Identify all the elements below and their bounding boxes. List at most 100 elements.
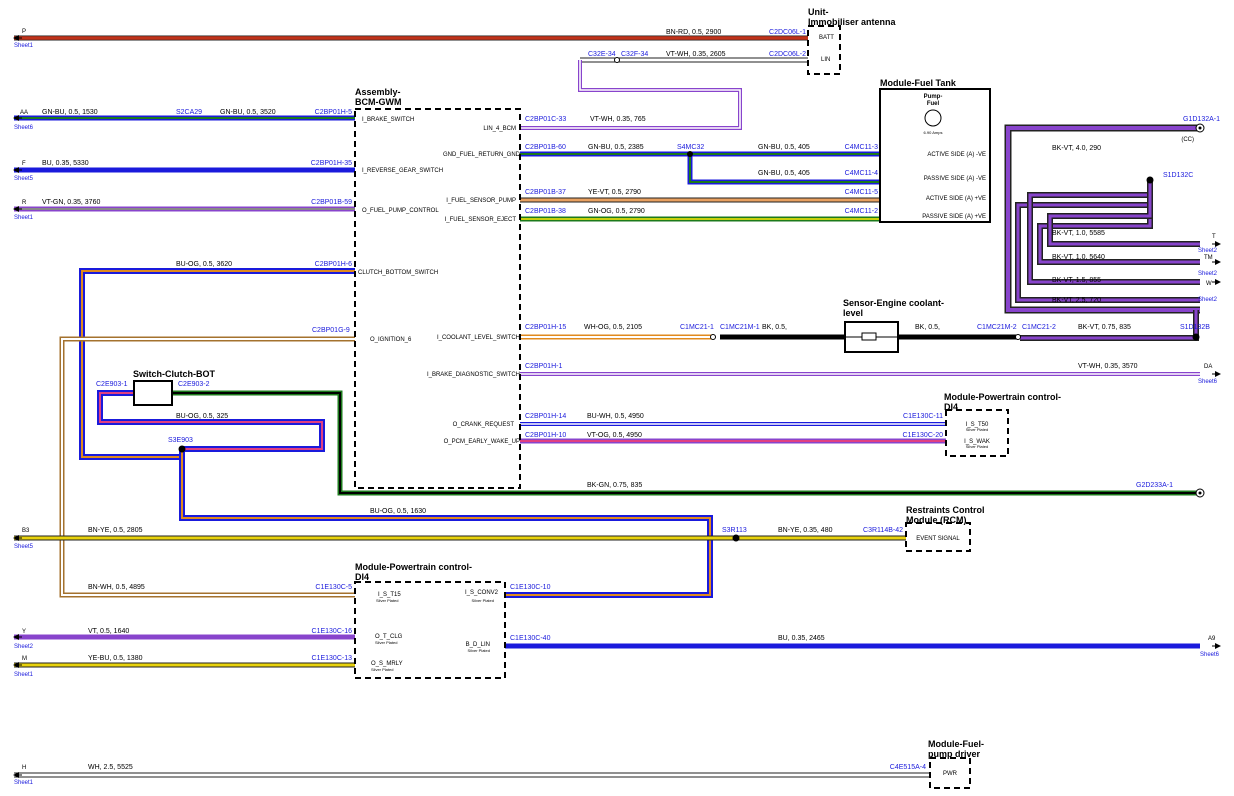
wire-label: BK-VT, 1.0, 5640 [1052,254,1105,261]
coolant-title-2: level [843,308,863,318]
connector-label: C1MC21M-1 [720,324,760,331]
wire-label: BK-VT, 1.0, 5585 [1052,230,1105,237]
connector-label: C2BP01H-10 [525,432,566,439]
bcm-pin-coolant-level: I_COOLANT_LEVEL_SWITCH [437,335,520,341]
pcm-bottom-plating-5: Silver Plated [468,648,490,653]
connector-label: C2BP01B-59 [311,199,352,206]
terminal-tag: Y [22,629,26,635]
pump-label-2: Fuel [927,101,940,107]
connector-label: C1E130C-16 [312,628,353,635]
connector-label: C2BP01G-9 [312,327,350,334]
wire-label: BK-VT, 4.0, 290 [1052,145,1101,152]
wire-label: VT-WH, 0.35, 765 [590,116,646,123]
off-sheet-terminals: P Sheet1 AA Sheet6 F Sheet5 R Sheet1 T S… [14,29,1220,786]
wire-label: BK-GN, 0.75, 835 [587,482,642,489]
terminal-tag: W [1206,281,1212,287]
wire-label: VT, 0.5, 1640 [88,628,129,635]
sheet-link[interactable]: Sheet1 [14,215,34,221]
connector-label: C2BP01H-5 [315,109,352,116]
connector-label: C4MC11-3 [845,144,878,151]
pcm-top-pin-t50: I_S_T50 [966,422,989,428]
connector-label: C1E130C-11 [903,413,943,420]
pcm-top-plating-2: Silver Plated [966,444,988,449]
sheet-link[interactable]: Sheet1 [14,780,34,786]
wire-label: VT-WH, 0.35, 3570 [1078,363,1138,370]
wire-label: BN-YE, 0.5, 2805 [88,527,143,534]
terminal-tag: B3 [22,528,30,534]
immobiliser-title-2: Immobiliser antenna [808,17,897,27]
connector-label: C4MC11-4 [845,170,878,177]
connector-label: C2BP01H-6 [315,261,352,268]
wire-label: BU, 0.35, 2465 [778,635,825,642]
rcm-module: Restraints Control Module (RCM) EVENT SI… [905,505,985,552]
fuel-tank-pin-4: PASSIVE SIDE (A) +VE [922,214,986,220]
bcm-pin-ignition-6: O_IGNITION_6 [370,337,412,343]
fuel-tank-pin-3: ACTIVE SIDE (A) +VE [926,196,986,202]
wire-label: BU-OG, 0.5, 325 [176,413,228,420]
fuel-tank-pin-2: PASSIVE SIDE (A) -VE [924,176,986,182]
sheet-link[interactable]: Sheet2 [14,644,34,650]
pump-motor-icon [924,109,942,127]
wire-label: BK-VT, 0.75, 835 [1078,324,1131,331]
sheet-link[interactable]: Sheet1 [14,43,34,49]
sheet-link[interactable]: Sheet2 [1198,248,1218,254]
fuel-tank-title: Module-Fuel Tank [880,78,957,88]
immobiliser-pin-lin: LIN [821,57,830,63]
connector-label: C1E130C-20 [903,432,944,439]
sheet-link[interactable]: Sheet6 [1198,379,1218,385]
sheet-link[interactable]: Sheet2 [1198,297,1218,303]
sheet-link[interactable]: Sheet6 [1200,652,1220,658]
bcm-pin-fuel-sensor-pump: I_FUEL_SENSOR_PUMP [446,198,516,204]
pcm-bottom-module: Module-Powertrain control- DI4 I_S_T15 S… [354,562,506,679]
wire-label: YE-BU, 0.5, 1380 [88,655,143,662]
connector-label: C2DC06L-2 [769,51,806,58]
terminal-tag: T [1212,234,1216,240]
bcm-pin-clutch-bottom: CLUTCH_BOTTOM_SWITCH [358,270,438,276]
sheet-link[interactable]: Sheet6 [14,125,34,131]
fpd-title-1: Module-Fuel- [928,739,984,749]
sheet-link[interactable]: Sheet5 [14,176,34,182]
connector-label: S3E903 [168,437,193,444]
wire-label: BN-WH, 0.5, 4895 [88,584,145,591]
wire-label: BU-WH, 0.5, 4950 [587,413,644,420]
wire-label: BU, 0.35, 5330 [42,160,89,167]
sheet-link[interactable]: Sheet5 [14,544,34,550]
immobiliser-module: Unit- Immobiliser antenna BATT LIN [807,7,897,75]
bcm-title-2: BCM-GWM [355,97,402,107]
terminal-tag: H [22,765,26,771]
connector-label: C2BP01C-33 [525,116,566,123]
bcm-pin-brake-switch: I_BRAKE_SWITCH [362,117,414,123]
wire-label: BK, 0.5, [762,324,787,331]
wire-label: YE-VT, 0.5, 2790 [588,189,641,196]
sheet-link[interactable]: Sheet2 [1198,271,1218,277]
wire-label: VT-GN, 0.35, 3760 [42,199,100,206]
connector-label: C1MC21-1 [680,324,714,331]
connector-label: G1D132A-1 [1183,116,1220,123]
connector-label: C4MC11-5 [845,189,878,196]
pcm-bottom-pin-t15: I_S_T15 [378,592,401,598]
wire-label: BN-RD, 0.5, 2900 [666,29,721,36]
pcm-top-pin-wak: I_S_WAK [964,439,990,445]
rcm-title-1: Restraints Control [906,505,985,515]
coolant-sensor: Sensor-Engine coolant- level [843,298,944,353]
connector-label: C3R114B-42 [863,527,903,534]
connector-label: C1MC21M-2 [977,324,1017,331]
pcm-top-title-1: Module-Powertrain control- [944,392,1061,402]
pcm-bottom-plating-2: Silver Plated [375,640,397,645]
connector-label: S1D132B [1180,324,1210,331]
terminal-tag: AA [20,110,28,116]
connector-label: C1E130C-13 [312,655,353,662]
fuel-tank-module: Module-Fuel Tank Pump- Fuel 6.90 Amps AC… [879,78,991,223]
bcm-pin-gnd-fuel-return: GND_FUEL_RETURN_GND [443,152,521,158]
pcm-bottom-pin-clg: O_T_CLG [375,634,403,640]
pcm-top-title-2: DI4 [944,402,958,412]
rcm-pin: EVENT SIGNAL [916,536,960,542]
connector-label: S3R113 [722,527,747,534]
connector-label: C2BP01H-15 [525,324,566,331]
connector-label: G2D233A-1 [1136,482,1173,489]
sheet-link[interactable]: Sheet1 [14,672,34,678]
bcm-pin-reverse-gear: I_REVERSE_GEAR_SWITCH [362,168,443,174]
connector-label: C2BP01H-14 [525,413,566,420]
terminal-tag: F [22,161,26,167]
